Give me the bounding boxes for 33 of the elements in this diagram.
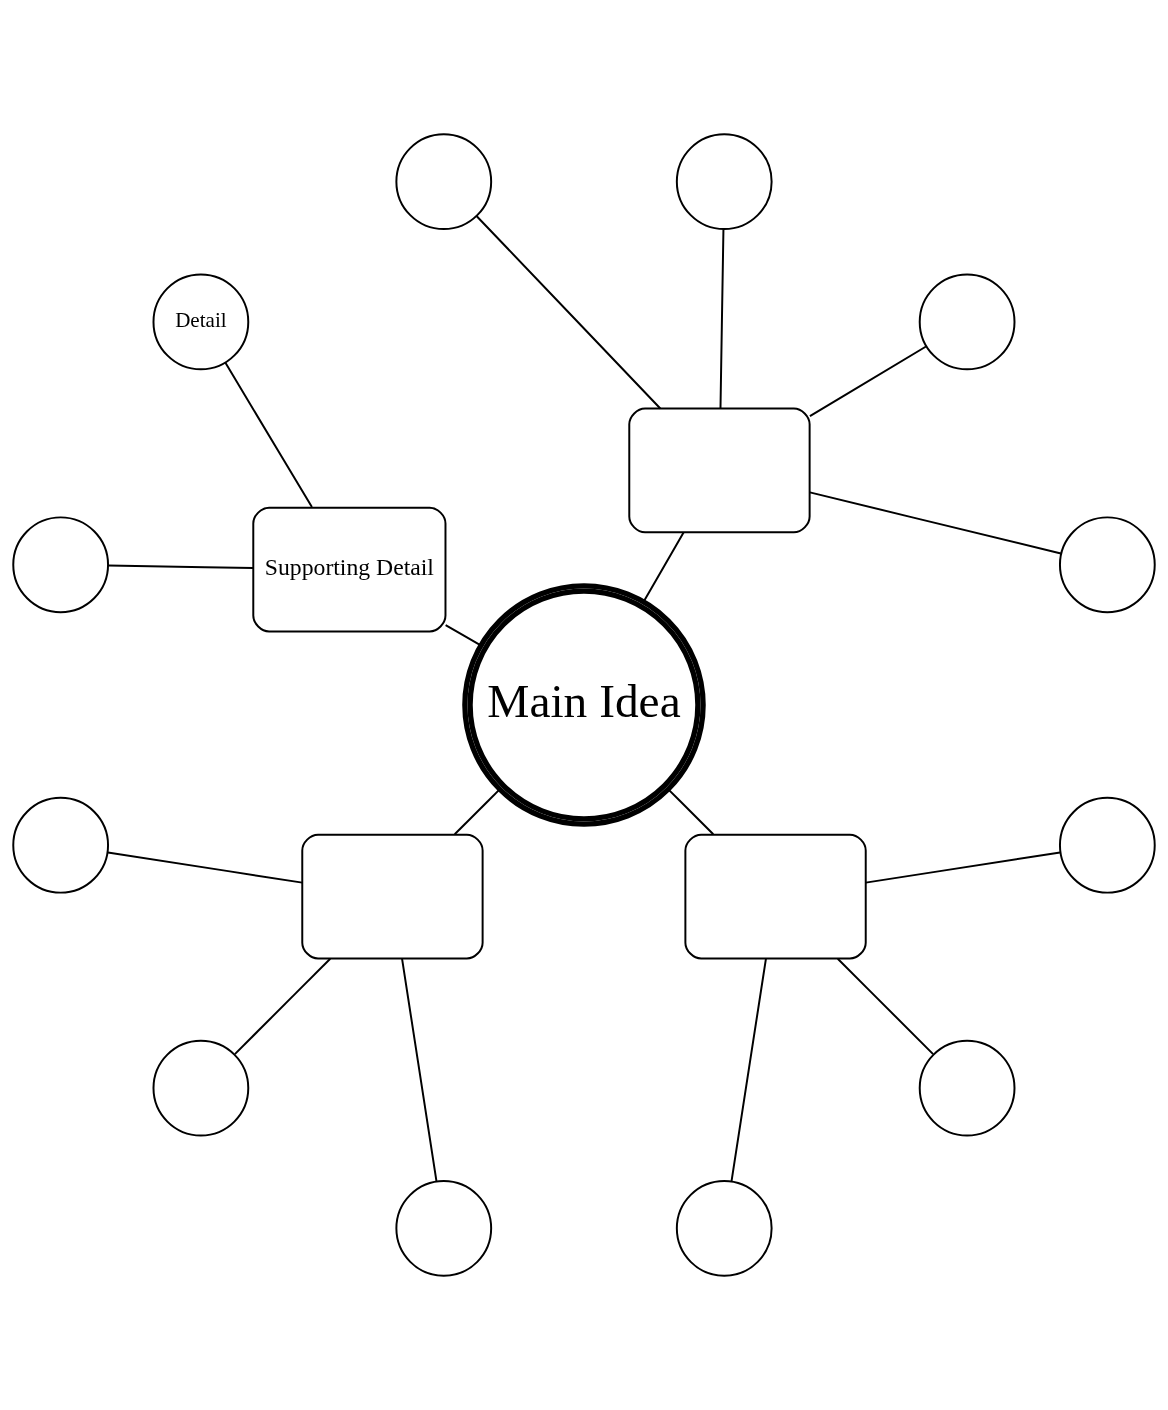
connector xyxy=(453,788,501,836)
node-box: Supporting Detail xyxy=(252,506,447,633)
connector xyxy=(475,214,662,410)
connector xyxy=(106,851,304,884)
node-circle: Main Idea xyxy=(462,583,706,827)
connector xyxy=(444,624,482,647)
node-circle xyxy=(152,1039,250,1137)
connector xyxy=(401,957,438,1183)
node-circle xyxy=(918,273,1016,371)
node-box xyxy=(301,833,484,960)
connector xyxy=(667,788,715,836)
connector xyxy=(836,957,935,1056)
node-circle xyxy=(12,796,110,894)
node-circle xyxy=(395,1179,493,1277)
node-circle xyxy=(675,133,773,231)
connector xyxy=(107,564,255,569)
connector xyxy=(233,957,332,1056)
connector xyxy=(808,345,927,418)
connector xyxy=(864,851,1062,884)
connector xyxy=(730,957,767,1183)
node-circle xyxy=(918,1039,1016,1137)
node-circle xyxy=(675,1179,773,1277)
node-circle xyxy=(1058,516,1156,614)
node-circle: Detail xyxy=(152,273,250,371)
node-circle xyxy=(12,516,110,614)
node-circle xyxy=(1058,796,1156,894)
connector xyxy=(719,228,725,410)
node-box xyxy=(684,833,867,960)
connector xyxy=(808,491,1062,555)
connector xyxy=(224,361,313,509)
connector xyxy=(642,531,685,603)
node-circle xyxy=(395,133,493,231)
node-box xyxy=(628,407,811,534)
